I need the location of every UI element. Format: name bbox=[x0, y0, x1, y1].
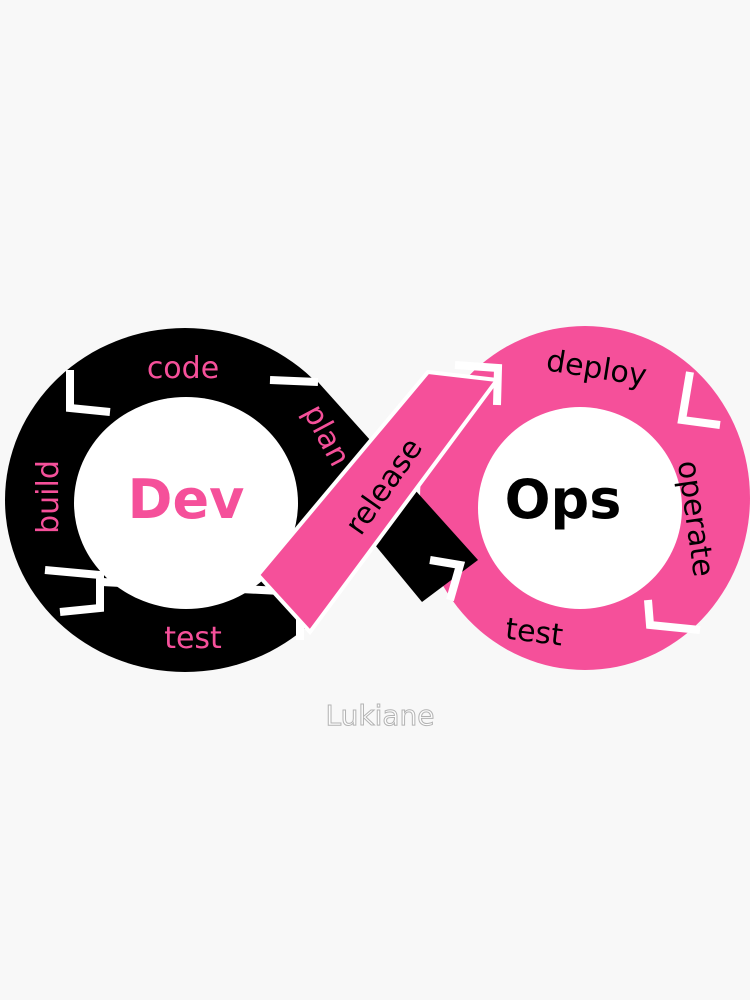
segment-ops-test: test bbox=[503, 612, 565, 654]
ops-center bbox=[478, 407, 682, 609]
ops-title: Ops bbox=[505, 468, 622, 531]
segment-build: build bbox=[31, 460, 66, 534]
segment-dev-test: test bbox=[164, 621, 222, 656]
watermark: Lukiane bbox=[326, 699, 435, 732]
release-band bbox=[255, 369, 501, 636]
dev-title: Dev bbox=[128, 468, 245, 531]
dev-center bbox=[74, 397, 298, 609]
segment-code: code bbox=[147, 351, 219, 386]
